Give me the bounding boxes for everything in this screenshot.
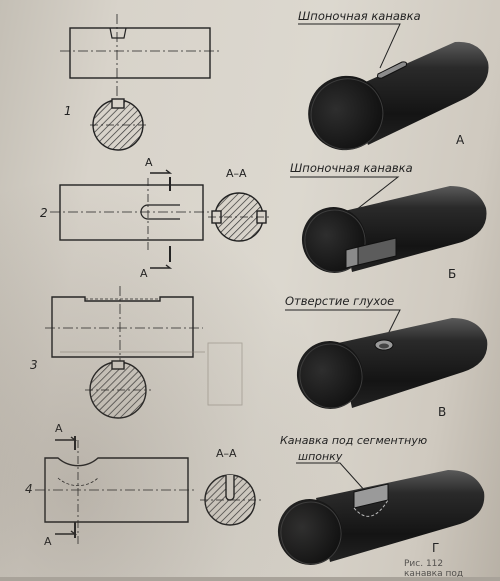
number-2: 2 — [40, 206, 48, 220]
shaft-g — [277, 470, 485, 565]
letter-g: Г — [432, 541, 439, 555]
bleed-through — [60, 342, 243, 406]
shaft-c — [296, 318, 488, 409]
drawing-3 — [45, 286, 203, 419]
cut-mark-top-4: А — [55, 422, 63, 435]
number-4: 4 — [25, 482, 33, 496]
letter-a: А — [456, 133, 465, 147]
keyway-slot-b — [345, 246, 359, 269]
bleed-caption-1: Рис. 112 — [404, 559, 443, 569]
drawing-2 — [50, 169, 270, 269]
cut-mark-top: А — [145, 156, 153, 169]
letter-b: Б — [448, 267, 456, 281]
shaft-b — [301, 186, 487, 273]
cut-mark-bottom: А — [140, 267, 148, 280]
leader-keyway-2 — [290, 176, 400, 211]
number-1: 1 — [64, 104, 72, 118]
label-keyway: Шпоночная канавка — [298, 9, 421, 23]
leader-segment — [296, 462, 367, 493]
section-2 — [214, 192, 264, 242]
letter-v: В — [438, 405, 446, 419]
shaft-2-front-view — [59, 184, 204, 241]
label-blind-hole: Отверстие глухое — [285, 294, 394, 308]
cut-mark-bottom-4: А — [44, 535, 52, 548]
drawing-4 — [35, 436, 262, 545]
keyway-slot-a — [377, 61, 407, 79]
bleed-caption-2: канавка под — [404, 569, 463, 577]
shaft-4-front-view — [44, 457, 189, 523]
leader-keyway — [298, 23, 401, 69]
shaft-3-front-view — [51, 296, 194, 358]
segment-keyway — [353, 483, 389, 509]
label-segment-line2: шпонку — [298, 450, 343, 463]
leader-blind-hole — [285, 309, 401, 343]
section-title-4: А–А — [216, 447, 237, 460]
section-title-2: А–А — [226, 167, 247, 180]
label-keyway-2: Шпоночная канавка — [290, 161, 413, 175]
drawing-1 — [60, 14, 220, 151]
keyway-slot-2 — [140, 204, 180, 220]
label-segment-line1: Канавка под сегментную — [280, 434, 427, 447]
number-3: 3 — [30, 358, 38, 372]
shaft-a — [308, 41, 489, 151]
shaft-1-front-view — [69, 27, 211, 79]
